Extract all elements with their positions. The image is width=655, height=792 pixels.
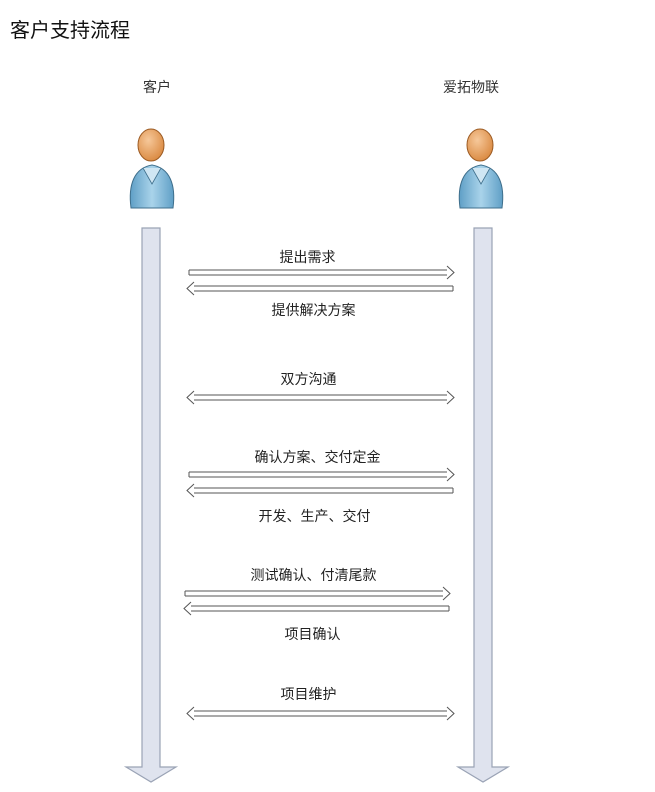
page-title: 客户支持流程: [10, 18, 130, 42]
message-label: 测试确认、付清尾款: [250, 568, 377, 584]
message-label: 双方沟通: [280, 372, 337, 388]
message-label: 项目确认: [284, 627, 341, 643]
message-label: 提出需求: [279, 250, 336, 266]
arrow-maintenance: [186, 706, 455, 721]
message-label: 开发、生产、交付: [258, 509, 371, 525]
arrow-solution: [186, 281, 454, 296]
company-person-icon: [458, 128, 504, 209]
company-lifeline: [455, 227, 511, 783]
message-label: 提供解决方案: [271, 303, 356, 319]
message-label: 确认方案、交付定金: [254, 450, 381, 466]
arrow-develop-deliver: [186, 483, 454, 498]
arrow-project-confirm: [183, 601, 450, 616]
actor-label-customer: 客户: [143, 80, 171, 96]
arrow-test-payment: [184, 586, 451, 601]
arrow-request: [188, 265, 455, 280]
actor-label-company: 爱拓物联: [443, 80, 499, 96]
customer-lifeline: [123, 227, 179, 783]
arrow-communication: [186, 390, 455, 405]
customer-person-icon: [129, 128, 175, 209]
message-label: 项目维护: [280, 687, 337, 703]
arrow-confirm-deposit: [188, 467, 455, 482]
